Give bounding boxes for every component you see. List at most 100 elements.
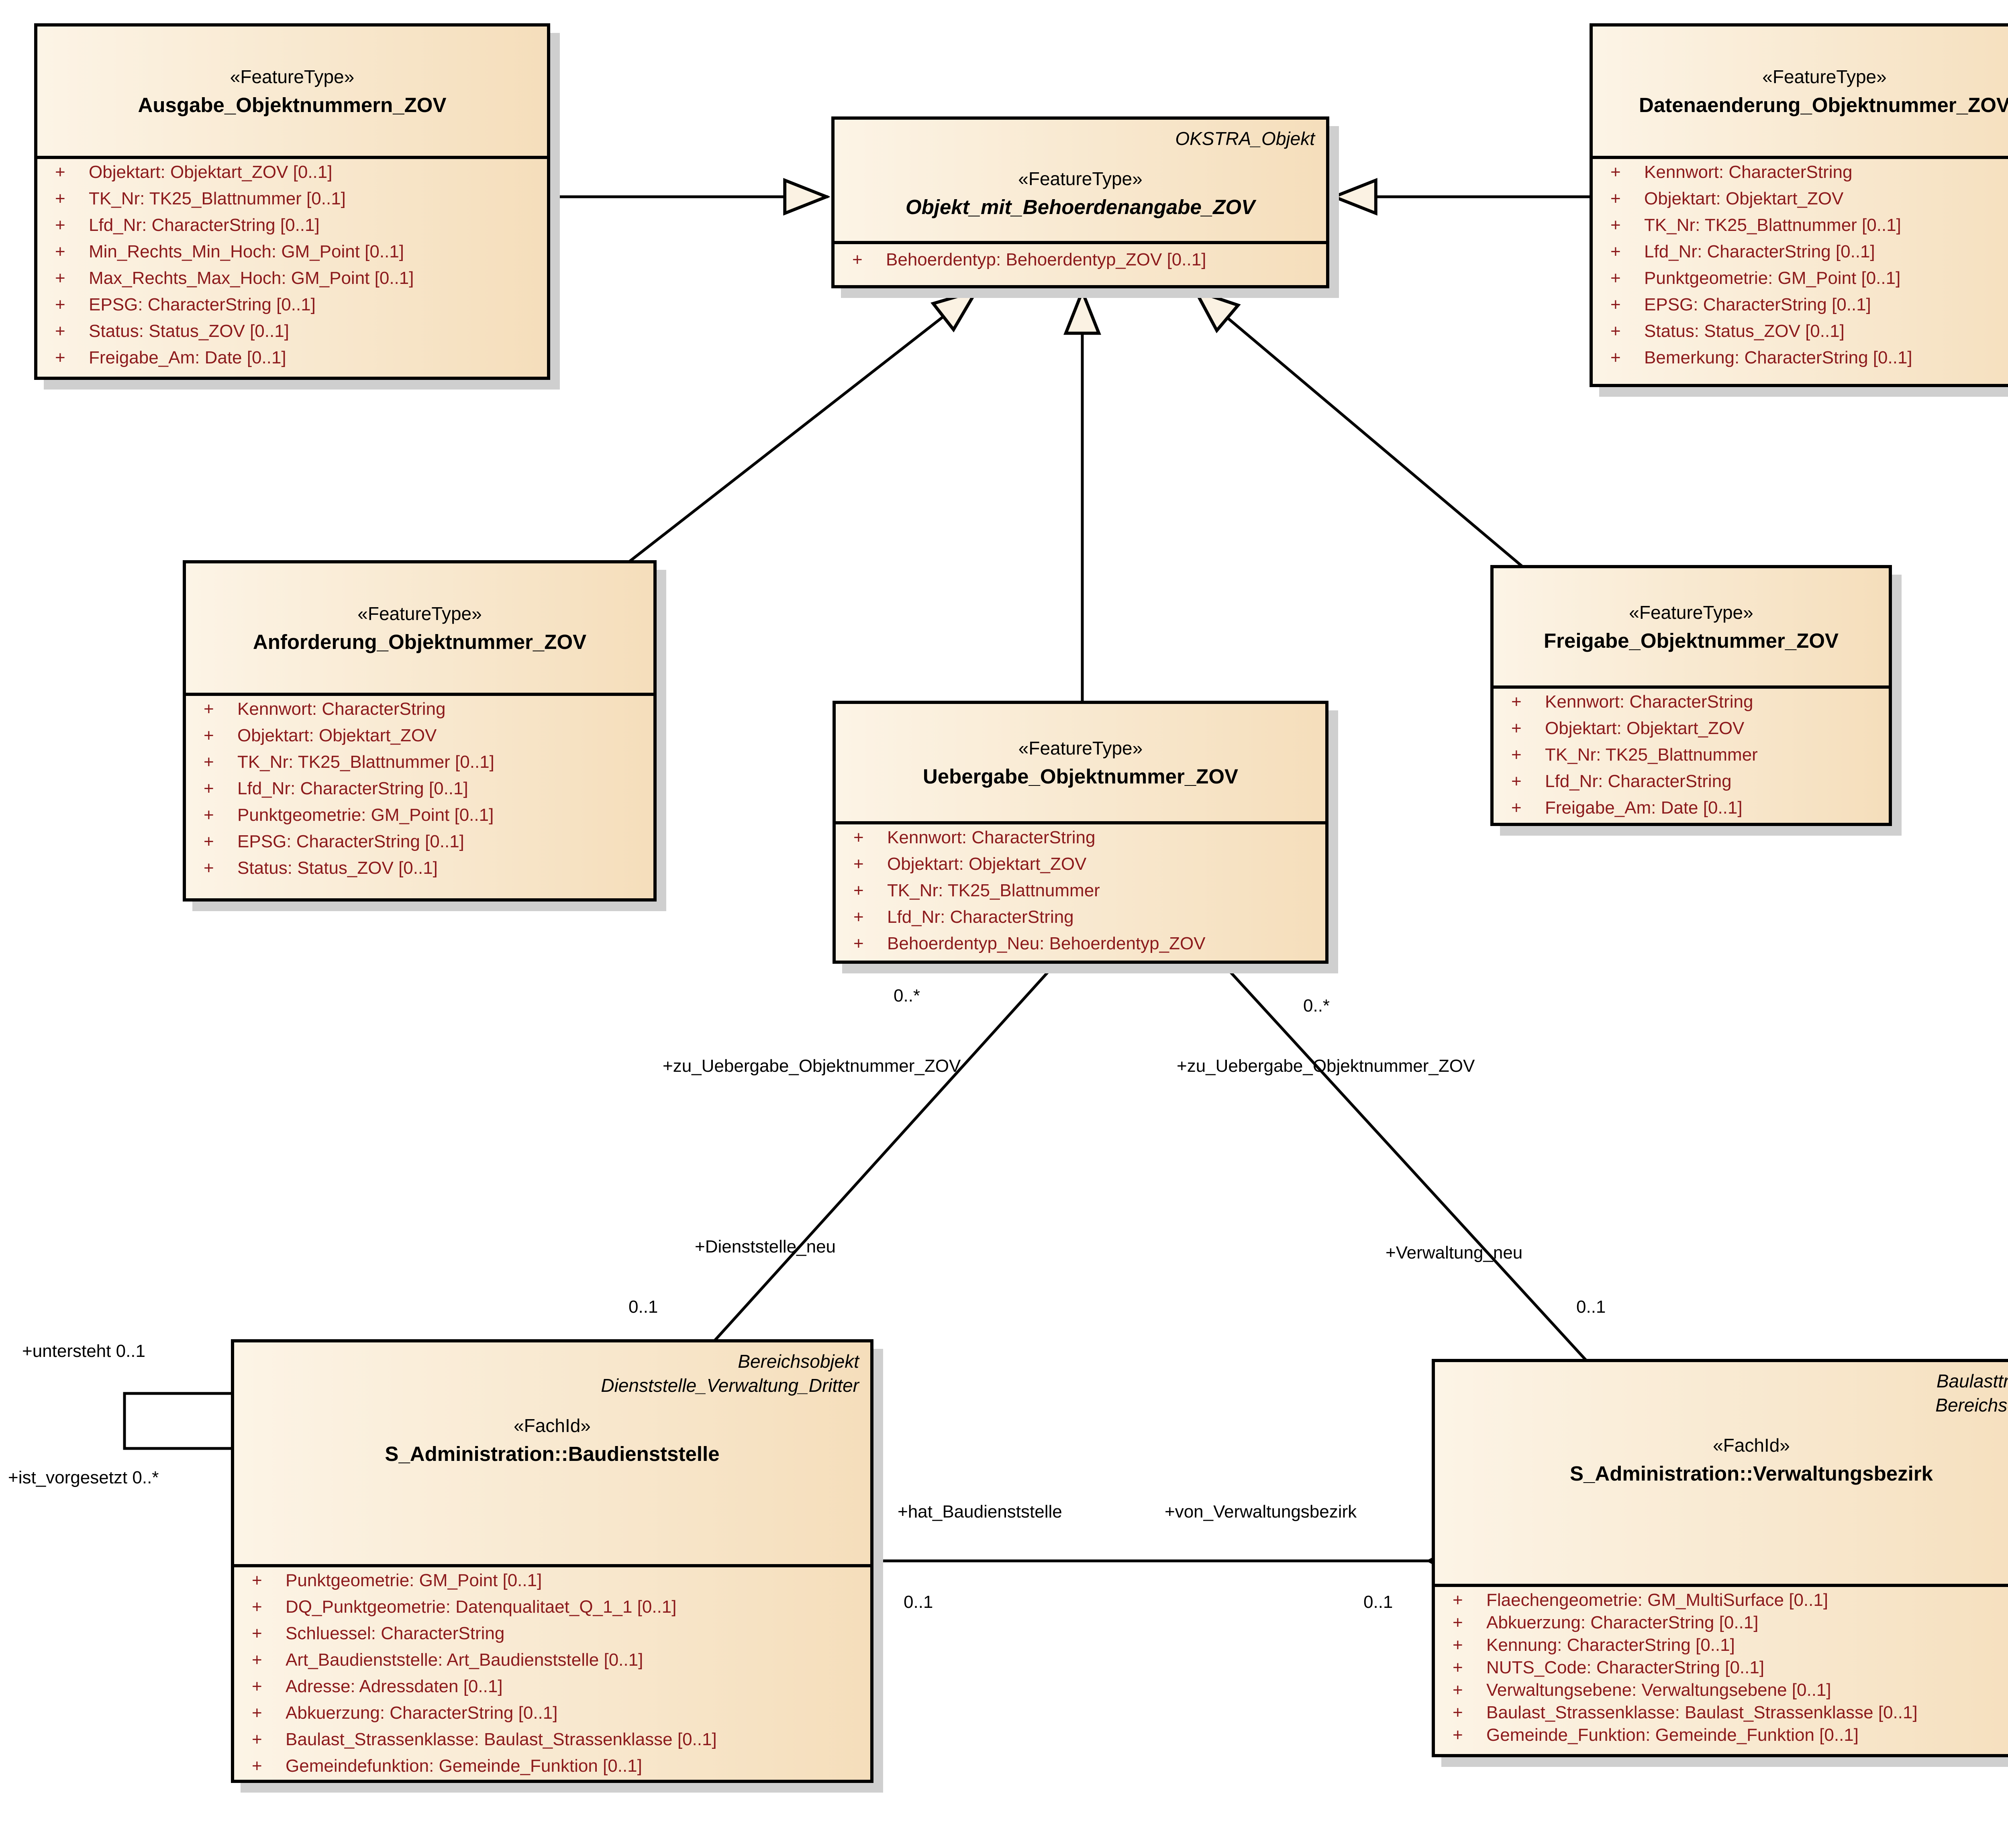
- attribute-text: Punktgeometrie: GM_Point [0..1]: [237, 805, 494, 825]
- visibility-marker: +: [1453, 1635, 1463, 1655]
- visibility-marker: +: [852, 250, 863, 269]
- supertype-label: Bereichsobjekt: [1935, 1394, 2008, 1416]
- multiplicity-label: 0..1: [1576, 1297, 1606, 1317]
- attribute-row: + Objektart: Objektart_ZOV: [1593, 189, 2008, 215]
- attribute-text: Adresse: Adressdaten [0..1]: [286, 1677, 503, 1696]
- attribute-row: +Punktgeometrie: GM_Point [0..1]: [186, 805, 653, 832]
- class-box-datenaenderung-objektnummer-zov: «FeatureType» Datenaenderung_Objektnumme…: [1590, 23, 2008, 387]
- visibility-marker: +: [252, 1730, 262, 1749]
- class-stereotype: «FeatureType»: [1018, 737, 1143, 759]
- attribute-text: Flaechengeometrie: GM_MultiSurface [0..1…: [1486, 1590, 1828, 1610]
- attribute-row: + Abkuerzung: CharacterString [0..1]: [1435, 1613, 2008, 1635]
- attribute-row: +TK_Nr: TK25_Blattnummer [0..1]: [186, 752, 653, 779]
- attribute-row: +DQ_Punktgeometrie: Datenqualitaet_Q_1_1…: [234, 1597, 870, 1624]
- class-header: OKSTRA_Objekt «FeatureType» Objekt_mit_B…: [835, 120, 1326, 244]
- attribute-row: +TK_Nr: TK25_Blattnummer [0..1]: [1593, 215, 2008, 242]
- attribute-row: +Kennwort: CharacterString: [186, 699, 653, 726]
- attribute-text: DQ_Punktgeometrie: Datenqualitaet_Q_1_1 …: [286, 1597, 677, 1617]
- attribute-section: +Kennwort: CharacterString +Objektart: O…: [186, 696, 653, 898]
- class-stereotype: «FeatureType»: [357, 603, 482, 624]
- class-header: «FeatureType» Anforderung_Objektnummer_Z…: [186, 563, 653, 696]
- attribute-section: + Kennwort: CharacterString +Objektart: O…: [836, 824, 1325, 961]
- attribute-row: +Status: Status_ZOV [0..1]: [186, 858, 653, 885]
- attribute-row: +Objektart: Objektart_ZOV: [836, 854, 1325, 881]
- attribute-section: +Behoerdentyp: Behoerdentyp_ZOV [0..1]: [835, 244, 1326, 285]
- visibility-marker: +: [55, 215, 65, 235]
- attribute-text: Gemeindefunktion: Gemeinde_Funktion [0..…: [286, 1756, 642, 1776]
- attribute-row: +Status: Status_ZOV [0..1]: [1593, 321, 2008, 348]
- attribute-text: Kennung: CharacterString [0..1]: [1486, 1635, 1735, 1655]
- attribute-text: Schluessel: CharacterString: [286, 1624, 505, 1643]
- class-stereotype: «FachId»: [1713, 1434, 1790, 1456]
- class-box-objekt-mit-behoerdenangabe-zov: OKSTRA_Objekt «FeatureType» Objekt_mit_B…: [831, 116, 1329, 288]
- association-uebergabe-verwaltungsbezirk: [1185, 925, 1623, 1399]
- attribute-row: + Gemeinde_Funktion: Gemeinde_Funktion [0…: [1435, 1725, 2008, 1748]
- attribute-row: +EPSG: CharacterString [0..1]: [37, 295, 547, 321]
- attribute-text: Kennwort: CharacterString: [1545, 692, 1753, 712]
- visibility-marker: +: [1610, 295, 1621, 314]
- attribute-text: TK_Nr: TK25_Blattnummer: [887, 881, 1100, 900]
- attribute-row: + Lfd_Nr: CharacterString: [836, 907, 1325, 934]
- attribute-section: + Kennwort: CharacterString + Objektart: O…: [1494, 689, 1889, 824]
- attribute-row: + Lfd_Nr: CharacterString [0..1]: [186, 779, 653, 805]
- attribute-text: TK_Nr: TK25_Blattnummer: [1545, 745, 1758, 765]
- attribute-text: Freigabe_Am: Date [0..1]: [89, 348, 286, 367]
- visibility-marker: +: [1511, 718, 1522, 738]
- class-name: Datenaenderung_Objektnummer_ZOV: [1639, 93, 2008, 116]
- attribute-row: +Freigabe_Am: Date [0..1]: [37, 348, 547, 374]
- visibility-marker: +: [1453, 1613, 1463, 1632]
- class-stereotype: «FeatureType»: [1018, 168, 1143, 189]
- attribute-text: Objektart: Objektart_ZOV: [1644, 189, 1844, 208]
- attribute-text: Gemeinde_Funktion: Gemeinde_Funktion [0.…: [1486, 1725, 1859, 1745]
- multiplicity-label: 0..1: [904, 1592, 933, 1612]
- visibility-marker: +: [252, 1703, 262, 1723]
- attribute-text: EPSG: CharacterString [0..1]: [237, 832, 464, 851]
- attribute-row: +Abkuerzung: CharacterString [0..1]: [234, 1703, 870, 1730]
- class-header: Bereichsobjekt Dienststelle_Verwaltung_D…: [234, 1342, 870, 1567]
- class-box-anforderung-objektnummer-zov: «FeatureType» Anforderung_Objektnummer_Z…: [183, 560, 657, 902]
- package-label: OKSTRA_Objekt: [1175, 128, 1315, 149]
- attribute-text: EPSG: CharacterString [0..1]: [89, 295, 316, 314]
- multiplicity-label: 0..1: [629, 1297, 658, 1317]
- attribute-text: Status: Status_ZOV [0..1]: [237, 858, 438, 878]
- visibility-marker: +: [252, 1677, 262, 1696]
- visibility-marker: +: [252, 1650, 262, 1670]
- class-name: S_Administration::Baudienststelle: [385, 1442, 720, 1465]
- attribute-row: + TK_Nr: TK25_Blattnummer: [836, 881, 1325, 907]
- class-stereotype: «FeatureType»: [1629, 602, 1753, 623]
- attribute-text: Lfd_Nr: CharacterString: [887, 907, 1074, 927]
- role-label: +von_Verwaltungsbezirk: [1165, 1502, 1357, 1522]
- attribute-text: Bemerkung: CharacterString [0..1]: [1644, 348, 1912, 367]
- visibility-marker: +: [1610, 189, 1621, 208]
- attribute-row: +Max_Rechts_Max_Hoch: GM_Point [0..1]: [37, 268, 547, 295]
- attribute-text: Objektart: Objektart_ZOV: [1545, 718, 1745, 738]
- attribute-text: Lfd_Nr: CharacterString [0..1]: [237, 779, 468, 798]
- attribute-row: + Objektart: Objektart_ZOV: [1494, 718, 1889, 745]
- attribute-row: + TK_Nr: TK25_Blattnummer: [1494, 745, 1889, 771]
- attribute-row: +Flaechengeometrie: GM_MultiSurface [0..…: [1435, 1590, 2008, 1613]
- visibility-marker: +: [1511, 692, 1522, 712]
- attribute-row: +Status: Status_ZOV [0..1]: [37, 321, 547, 348]
- attribute-section: + Flaechengeometrie: GM_MultiSurface [0..…: [1435, 1587, 2008, 1754]
- visibility-marker: +: [1511, 745, 1522, 765]
- visibility-marker: +: [252, 1756, 262, 1776]
- attribute-text: Abkuerzung: CharacterString [0..1]: [1486, 1613, 1759, 1632]
- attribute-text: Kennwort: CharacterString: [887, 828, 1096, 847]
- visibility-marker: +: [1511, 771, 1522, 791]
- attribute-text: Freigabe_Am: Date [0..1]: [1545, 798, 1743, 818]
- attribute-text: Baulast_Strassenklasse: Baulast_Strassen…: [286, 1730, 717, 1749]
- visibility-marker: +: [204, 779, 214, 798]
- role-label: +zu_Uebergabe_Objektnummer_ZOV: [663, 1056, 961, 1076]
- visibility-marker: +: [853, 881, 864, 900]
- attribute-row: + Baulast_Strassenklasse: Baulast_Strasse…: [234, 1730, 870, 1756]
- attribute-row: +Objektart: Objektart_ZOV [0..1]: [37, 162, 547, 189]
- visibility-marker: +: [1453, 1725, 1463, 1745]
- visibility-marker: +: [1511, 798, 1522, 818]
- visibility-marker: +: [853, 907, 864, 927]
- class-stereotype: «FeatureType»: [230, 66, 355, 87]
- attribute-text: NUTS_Code: CharacterString [0..1]: [1486, 1658, 1765, 1677]
- attribute-row: + Adresse: Adressdaten [0..1]: [234, 1677, 870, 1703]
- attribute-text: Punktgeometrie: GM_Point [0..1]: [1644, 268, 1901, 288]
- visibility-marker: +: [252, 1624, 262, 1643]
